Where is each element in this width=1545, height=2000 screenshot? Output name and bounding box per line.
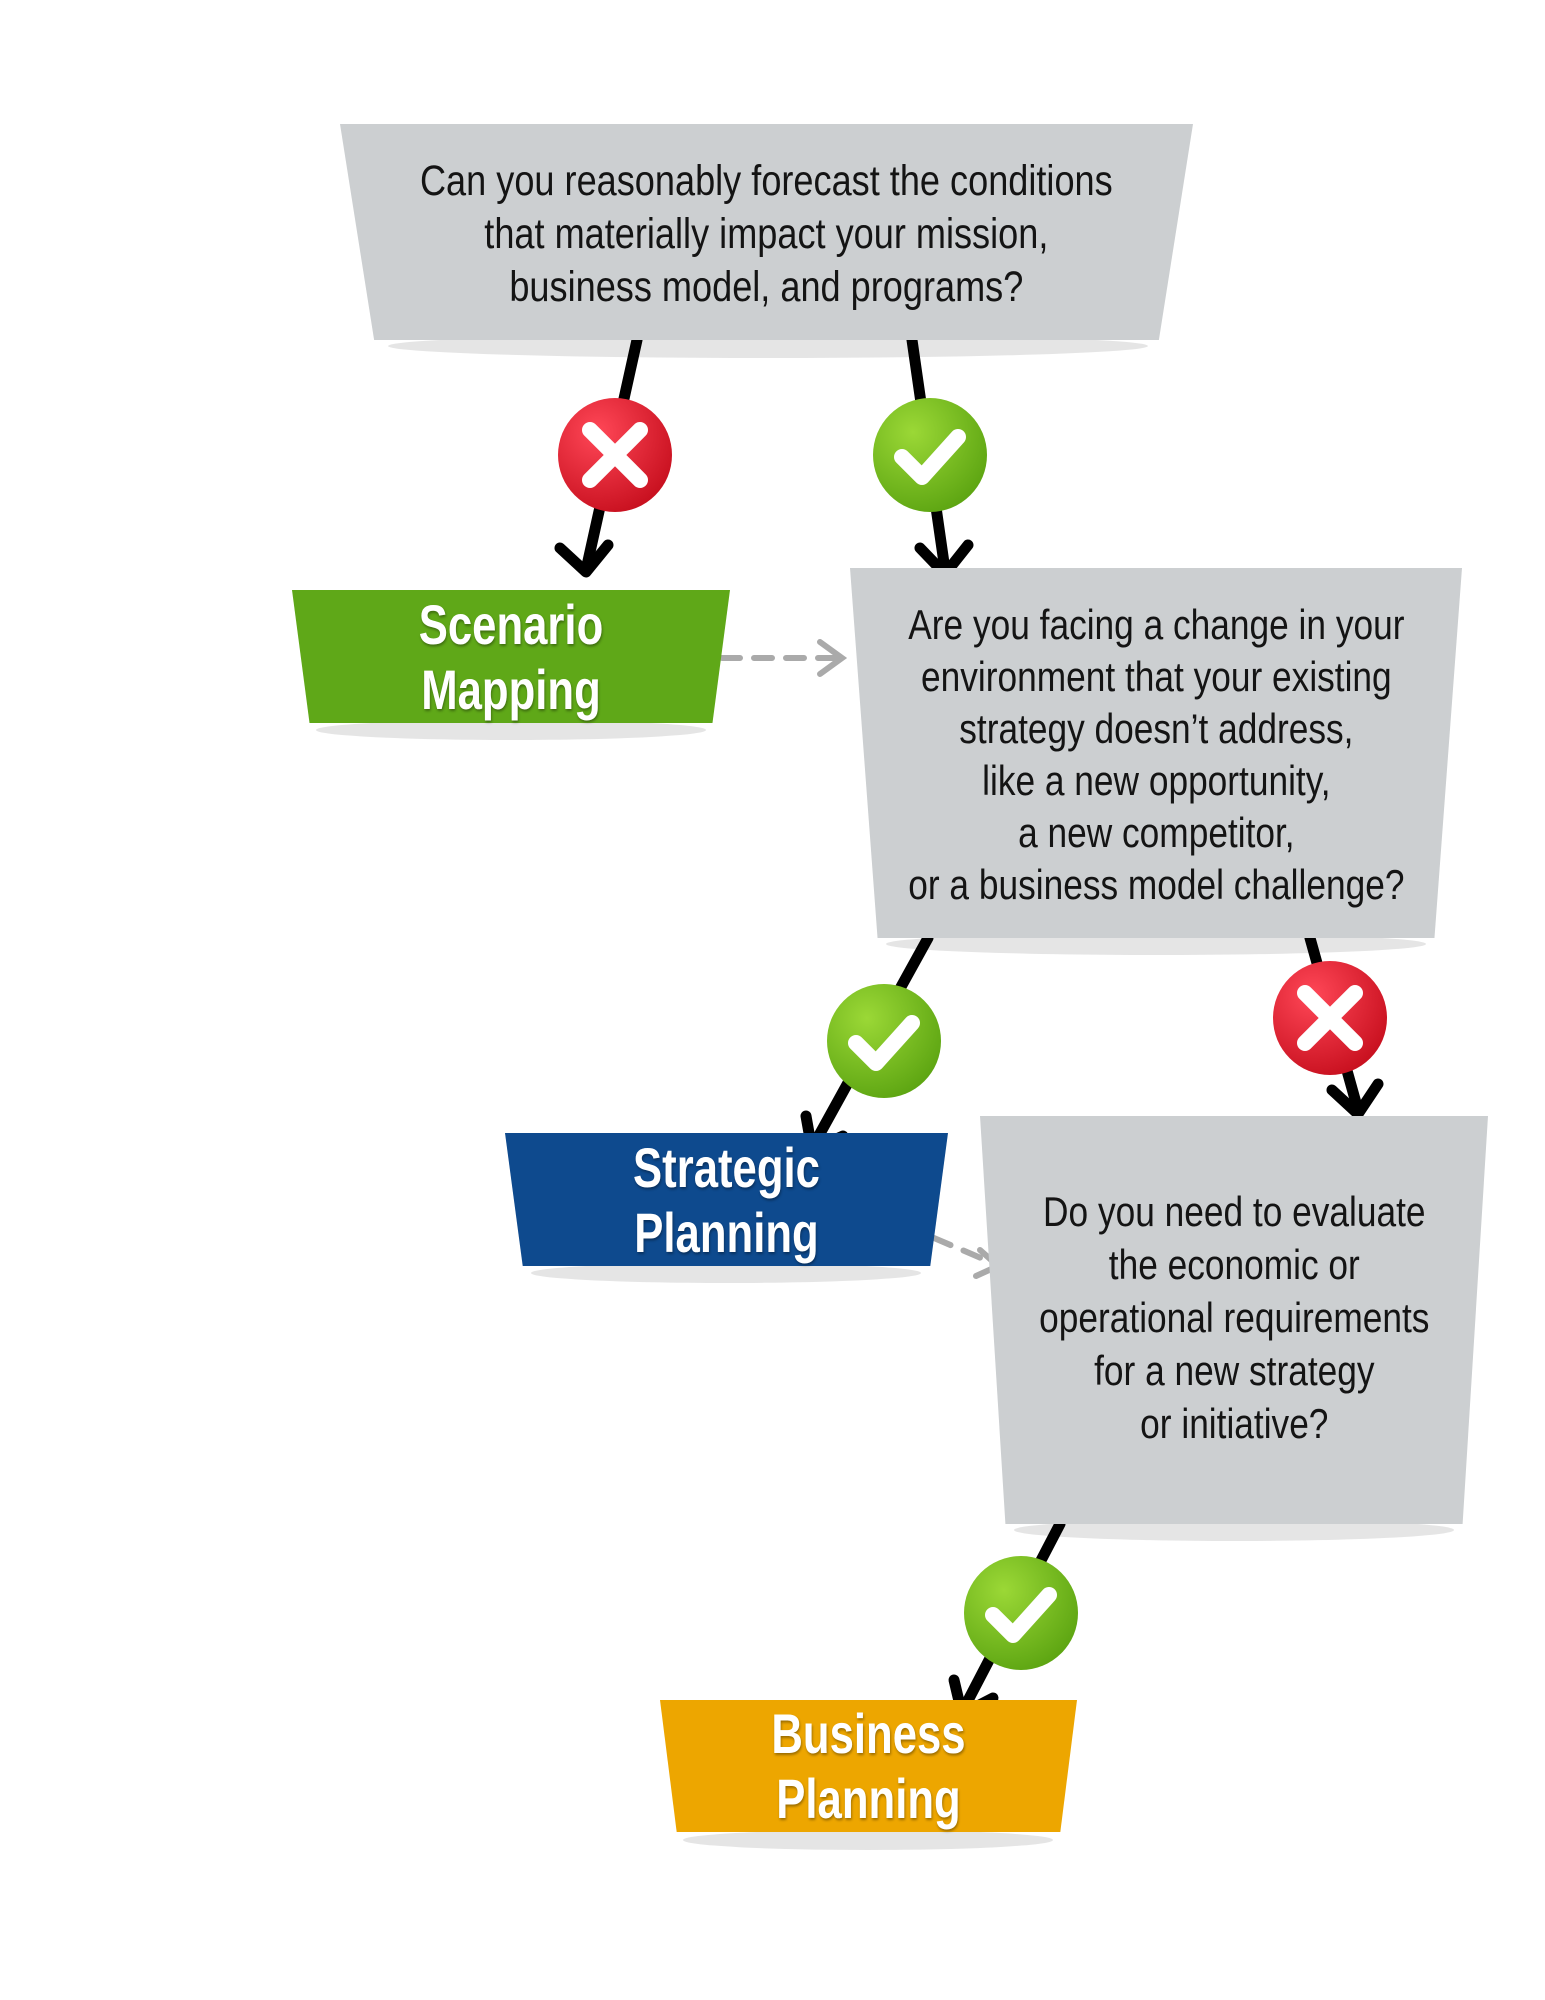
q1-shadow <box>388 334 1148 358</box>
question-text: Do you need to evaluate the economic or … <box>1038 1187 1430 1447</box>
outcome-label: Scenario Mapping <box>418 592 604 721</box>
question-forecast-conditions: Can you reasonably forecast the conditio… <box>340 124 1193 340</box>
cross-icon <box>1297 985 1363 1051</box>
q2-shadow <box>886 933 1426 955</box>
yes-badge-3 <box>964 1556 1078 1670</box>
question-box-shape <box>340 124 1193 340</box>
outcome-box-shape <box>505 1133 948 1266</box>
question-evaluate-requirements: Do you need to evaluate the economic or … <box>980 1116 1488 1524</box>
dashed-arrow-scenario-to-q2 <box>719 639 848 677</box>
yes-badge-1 <box>873 398 987 512</box>
no-badge-2 <box>1273 961 1387 1075</box>
cross-icon <box>582 422 648 488</box>
check-icon <box>848 1015 920 1071</box>
q3-shadow <box>1014 1519 1454 1541</box>
question-facing-change: Are you facing a change in your environm… <box>850 568 1462 938</box>
check-icon <box>894 429 966 485</box>
question-text: Are you facing a change in your environm… <box>907 601 1405 908</box>
outcome-label: Strategic Planning <box>633 1135 820 1264</box>
no-badge-1 <box>558 398 672 512</box>
question-text: Can you reasonably forecast the conditio… <box>420 156 1113 311</box>
outcome-label: Business Planning <box>771 1702 966 1830</box>
outcome-scenario-mapping: Scenario Mapping <box>292 590 730 723</box>
question-box-shape <box>850 568 1462 938</box>
question-box-shape <box>980 1116 1488 1524</box>
yes-badge-2 <box>827 984 941 1098</box>
business-shadow <box>683 1830 1053 1850</box>
outcome-business-planning: Business Planning <box>660 1700 1077 1832</box>
outcome-box-shape <box>660 1700 1077 1832</box>
strategic-shadow <box>531 1263 921 1283</box>
scenario-shadow <box>316 720 706 740</box>
outcome-box-shape <box>292 590 730 723</box>
outcome-strategic-planning: Strategic Planning <box>505 1133 948 1266</box>
check-icon <box>985 1587 1057 1643</box>
